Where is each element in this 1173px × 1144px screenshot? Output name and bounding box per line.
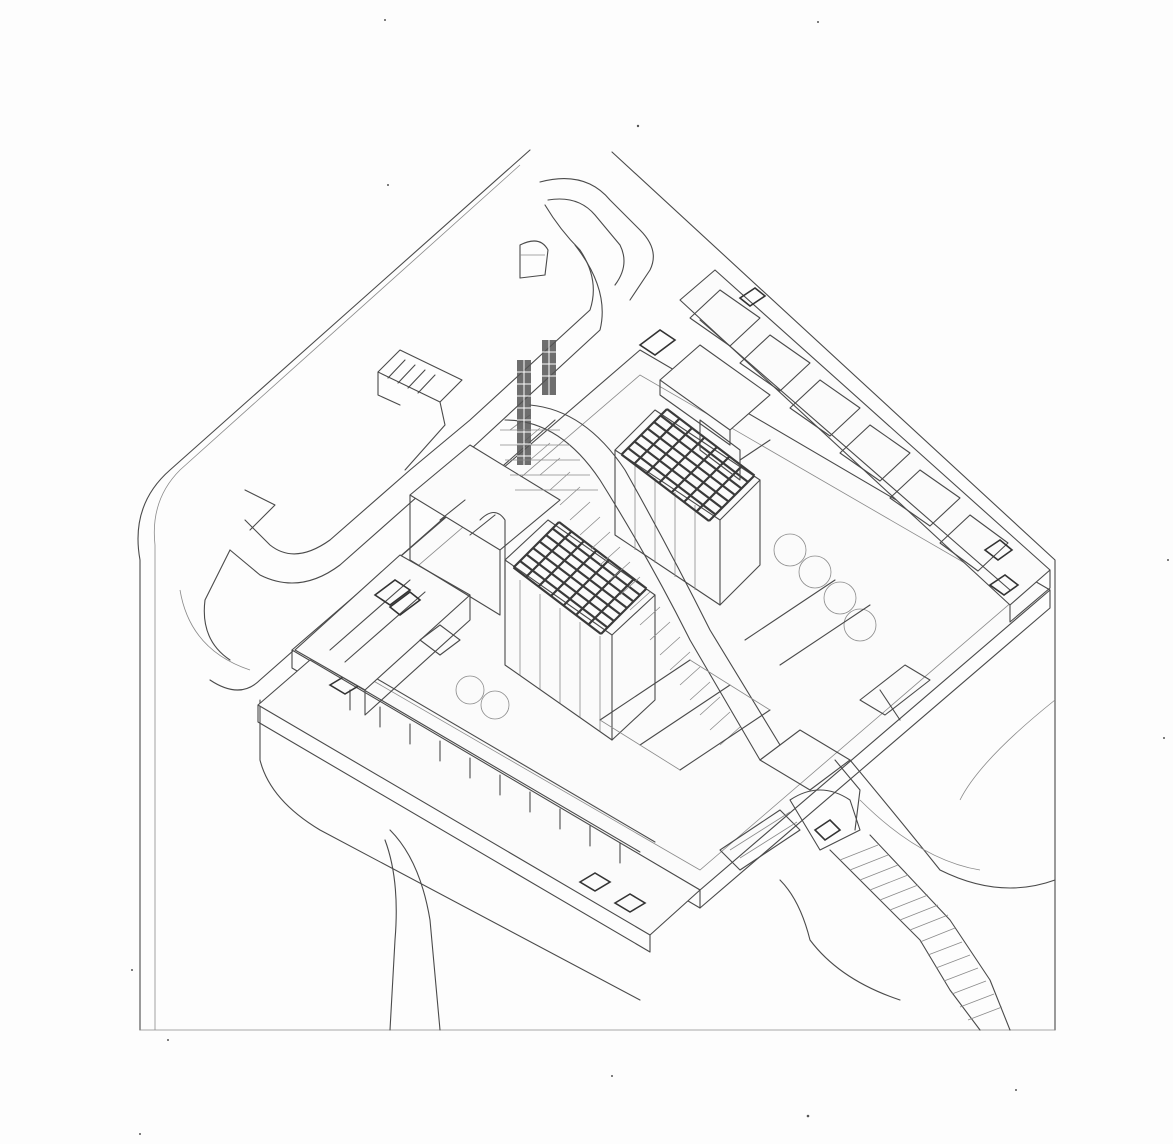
skylight-grid-line bbox=[537, 540, 585, 588]
skylight-grid-line bbox=[627, 447, 717, 516]
skylight-grid-line bbox=[683, 455, 731, 503]
skylight-grid-line bbox=[525, 530, 573, 578]
upper-terrace-wing bbox=[679, 269, 1051, 623]
courtyard-bays bbox=[599, 579, 931, 771]
skylight-grid-line bbox=[645, 427, 693, 475]
left-skylight-block bbox=[504, 519, 656, 741]
central-spine bbox=[500, 340, 781, 761]
skylight-grid-line bbox=[525, 553, 615, 622]
skylight-grid-line bbox=[658, 436, 706, 484]
left-gable-building bbox=[409, 444, 561, 616]
skylight-grid-line bbox=[512, 566, 602, 635]
skylight-grid-line bbox=[708, 474, 756, 522]
paper-specks bbox=[131, 19, 1169, 1135]
skylight-grid-line bbox=[551, 527, 641, 596]
site-boundary bbox=[137, 149, 1056, 1031]
chimney-tower-icon bbox=[517, 340, 556, 465]
skylight-grid-line bbox=[659, 414, 749, 483]
skylight-grid-line bbox=[633, 440, 723, 509]
skylight-grid-line bbox=[575, 568, 623, 616]
skylight-grid-line bbox=[646, 427, 736, 496]
skylight-grid-line bbox=[558, 521, 648, 590]
entrance-gate bbox=[719, 729, 861, 871]
skylight-grid-line bbox=[562, 559, 610, 607]
skylight-grid-icon bbox=[512, 521, 648, 635]
skylight-grid-line bbox=[519, 560, 609, 629]
skylight-grid-line bbox=[640, 434, 730, 503]
access-road bbox=[203, 178, 654, 661]
skylight-grid-line bbox=[600, 587, 648, 635]
left-wing-building bbox=[294, 554, 471, 716]
skylight-grid-line bbox=[695, 465, 743, 513]
courtyard-trees bbox=[455, 533, 877, 720]
approach-stair bbox=[779, 699, 1056, 1031]
entry-stair bbox=[377, 349, 463, 471]
skylight-grid-line bbox=[620, 453, 710, 522]
skylight-grid-line bbox=[550, 549, 598, 597]
skylight-grid-line bbox=[532, 547, 622, 616]
skylight-grid-line bbox=[620, 408, 668, 456]
right-skylight-block bbox=[614, 408, 761, 606]
skylight-grid-line bbox=[653, 421, 743, 490]
skylight-grid-line bbox=[538, 540, 628, 609]
skylight-grid-line bbox=[670, 446, 718, 494]
skylight-grid-line bbox=[512, 521, 560, 569]
skylight-grid-line bbox=[587, 578, 635, 626]
skylight-grid-line bbox=[633, 417, 681, 465]
right-pavilion bbox=[638, 329, 771, 481]
tree-icon bbox=[455, 533, 877, 720]
skylight-grid-line bbox=[545, 534, 635, 603]
